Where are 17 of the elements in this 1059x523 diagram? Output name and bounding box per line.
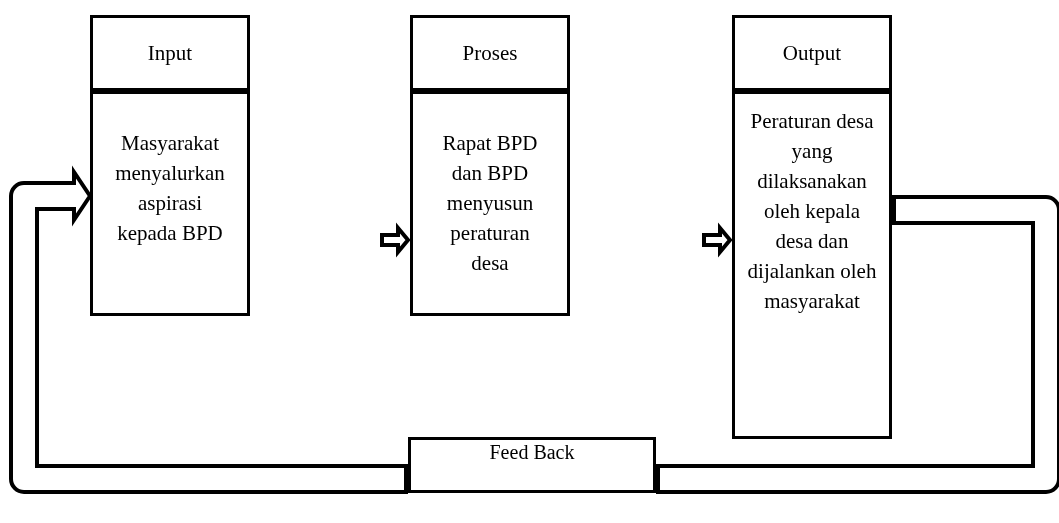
header-box — [410, 15, 570, 91]
box-title: Input — [146, 40, 194, 67]
process-box — [90, 91, 250, 316]
box-title: Output — [781, 40, 843, 67]
feedback-box — [408, 437, 656, 493]
hollow-arrow — [380, 222, 411, 258]
box-text: Peraturan desa yang dilaksanakan oleh kepala desa dan dijalankan oleh masyarakat — [746, 108, 878, 315]
process-box — [410, 91, 570, 316]
box-title: Feed Back — [488, 441, 576, 463]
box-text: Rapat BPD dan BPD menyusun peraturan desa — [441, 130, 539, 277]
hollow-arrow — [702, 222, 733, 258]
box-title: Proses — [461, 40, 519, 67]
process-box — [732, 91, 892, 439]
box-text: Masyarakat menyalurkan aspirasi kepada BPD — [114, 130, 226, 247]
header-box — [90, 15, 250, 91]
header-box — [732, 15, 892, 91]
hollow-arrow — [9, 165, 408, 494]
